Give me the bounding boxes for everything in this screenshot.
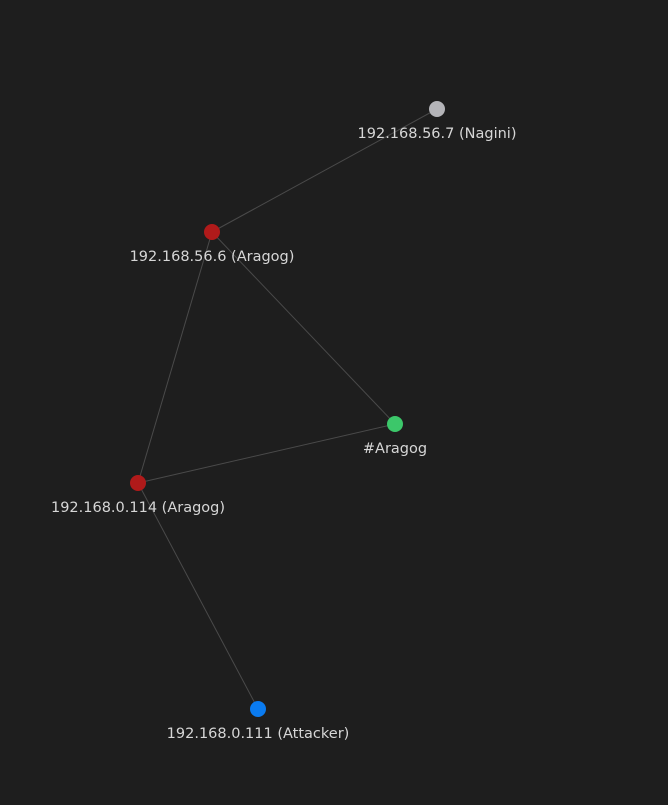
node-dot-aragog-0[interactable] <box>130 475 146 491</box>
edge-aragog-56-aragog-tag <box>211 231 396 425</box>
node-nagini[interactable]: 192.168.56.7 (Nagini) <box>358 101 517 142</box>
node-dot-aragog-56[interactable] <box>204 224 220 240</box>
node-attacker[interactable]: 192.168.0.111 (Attacker) <box>167 701 350 742</box>
node-dot-attacker[interactable] <box>250 701 266 717</box>
node-dot-nagini[interactable] <box>429 101 445 117</box>
node-label-attacker: 192.168.0.111 (Attacker) <box>167 726 350 742</box>
node-aragog-56[interactable]: 192.168.56.6 (Aragog) <box>130 224 295 265</box>
edge-aragog-0-attacker <box>137 482 259 710</box>
edge-aragog-56-aragog-0 <box>137 231 213 484</box>
node-aragog-tag[interactable]: #Aragog <box>363 416 427 457</box>
node-label-nagini: 192.168.56.7 (Nagini) <box>358 126 517 142</box>
node-label-aragog-56: 192.168.56.6 (Aragog) <box>130 249 295 265</box>
node-label-aragog-tag: #Aragog <box>363 441 427 457</box>
edge-aragog-0-aragog-tag <box>137 423 396 484</box>
graph-edges <box>137 108 438 710</box>
edge-aragog-56-nagini <box>211 108 438 233</box>
node-dot-aragog-tag[interactable] <box>387 416 403 432</box>
node-aragog-0[interactable]: 192.168.0.114 (Aragog) <box>51 475 225 516</box>
node-label-aragog-0: 192.168.0.114 (Aragog) <box>51 500 225 516</box>
graph-nodes: 192.168.56.7 (Nagini) 192.168.56.6 (Arago… <box>51 101 517 742</box>
